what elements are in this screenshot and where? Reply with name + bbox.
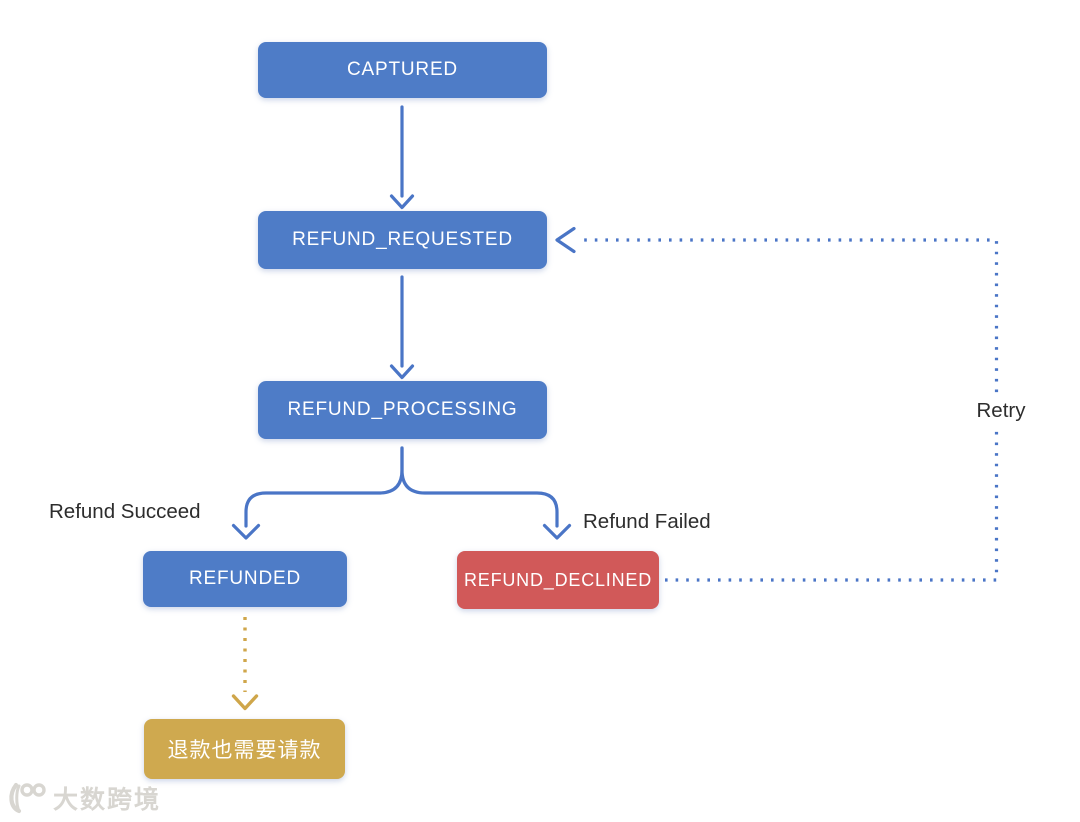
arrow-requested-to-processing [389,275,415,380]
node-captured: CAPTURED [258,42,547,98]
arrow-processing-to-refunded [231,446,404,540]
watermark-text: 大数跨境 [53,786,162,814]
edge-label-refund-succeed: Refund Succeed [49,500,201,523]
arrow-refunded-to-note [231,617,259,711]
edge-label-refund-failed: Refund Failed [583,510,711,533]
watermark-100-logo-icon [6,782,48,814]
node-refund-declined: REFUND_DECLINED [457,551,659,609]
node-refund-requested: REFUND_REQUESTED [258,211,547,269]
node-refund-note: 退款也需要请款 [144,719,345,779]
arrow-declined-retry-to-requested [555,226,999,582]
arrow-captured-to-requested [389,105,415,210]
watermark: 大数跨境 [6,780,161,816]
node-refund-processing: REFUND_PROCESSING [258,381,547,439]
edge-label-retry: Retry [963,394,1039,428]
node-refunded: REFUNDED [143,551,347,607]
arrow-processing-to-declined [400,446,572,540]
